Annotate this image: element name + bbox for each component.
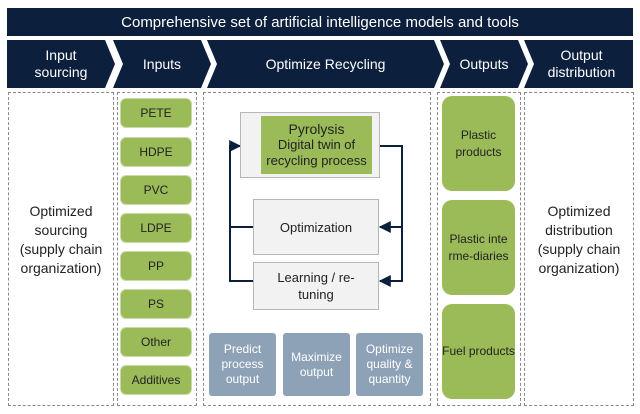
recycling-frame bbox=[203, 92, 431, 406]
pyrolysis-subtitle: Digital twin of recycling process bbox=[266, 137, 367, 168]
stage-label: Input sourcing bbox=[34, 47, 88, 80]
input-ps: PS bbox=[120, 289, 192, 319]
output-fuel-products: Fuel products bbox=[442, 304, 515, 399]
optimization-box: Optimization bbox=[253, 199, 379, 255]
output-plastic-intermediaries: Plastic interme-diaries bbox=[442, 200, 515, 295]
inputs-frame bbox=[117, 92, 197, 406]
input-sourcing-frame bbox=[8, 92, 114, 406]
optimized-distribution-text: Optimized distribution (supply chain org… bbox=[537, 203, 621, 276]
diagram-banner: Comprehensive set of artificial intellig… bbox=[7, 8, 633, 36]
stage-inputs: Inputs bbox=[113, 40, 211, 88]
stage-input-sourcing: Input sourcing bbox=[7, 40, 115, 88]
stage-optimize-recycling: Optimize Recycling bbox=[207, 40, 444, 88]
maximize-output: Maximize output bbox=[283, 333, 350, 396]
outputs-frame bbox=[437, 92, 521, 406]
stage-label: Optimize Recycling bbox=[265, 55, 386, 72]
input-additives: Additives bbox=[120, 365, 192, 395]
input-hdpe: HDPE bbox=[120, 137, 192, 167]
stage-output-distribution: Output distribution bbox=[524, 40, 633, 88]
input-pete: PETE bbox=[120, 98, 192, 128]
learning-retuning-box: Learning / re-tuning bbox=[253, 262, 379, 310]
input-pvc: PVC bbox=[120, 175, 192, 205]
stage-label: Output distribution bbox=[547, 47, 616, 80]
stage-label: Outputs bbox=[459, 55, 509, 72]
predict-process-output: Predict process output bbox=[209, 333, 276, 396]
stage-outputs: Outputs bbox=[440, 40, 528, 88]
optimized-sourcing-text: Optimized sourcing (supply chain organiz… bbox=[19, 203, 103, 276]
output-plastic-products: Plastic products bbox=[442, 96, 515, 191]
input-ldpe: LDPE bbox=[120, 213, 192, 243]
input-other: Other bbox=[120, 327, 192, 357]
pyrolysis-title: Pyrolysis bbox=[288, 121, 345, 137]
optimize-quality-quantity: Optimize quality & quantity bbox=[356, 333, 423, 396]
pyrolysis-digital-twin: Pyrolysis Digital twin of recycling proc… bbox=[261, 116, 372, 174]
distribution-frame bbox=[524, 92, 634, 406]
input-pp: PP bbox=[120, 251, 192, 281]
stage-label: Inputs bbox=[142, 55, 182, 72]
